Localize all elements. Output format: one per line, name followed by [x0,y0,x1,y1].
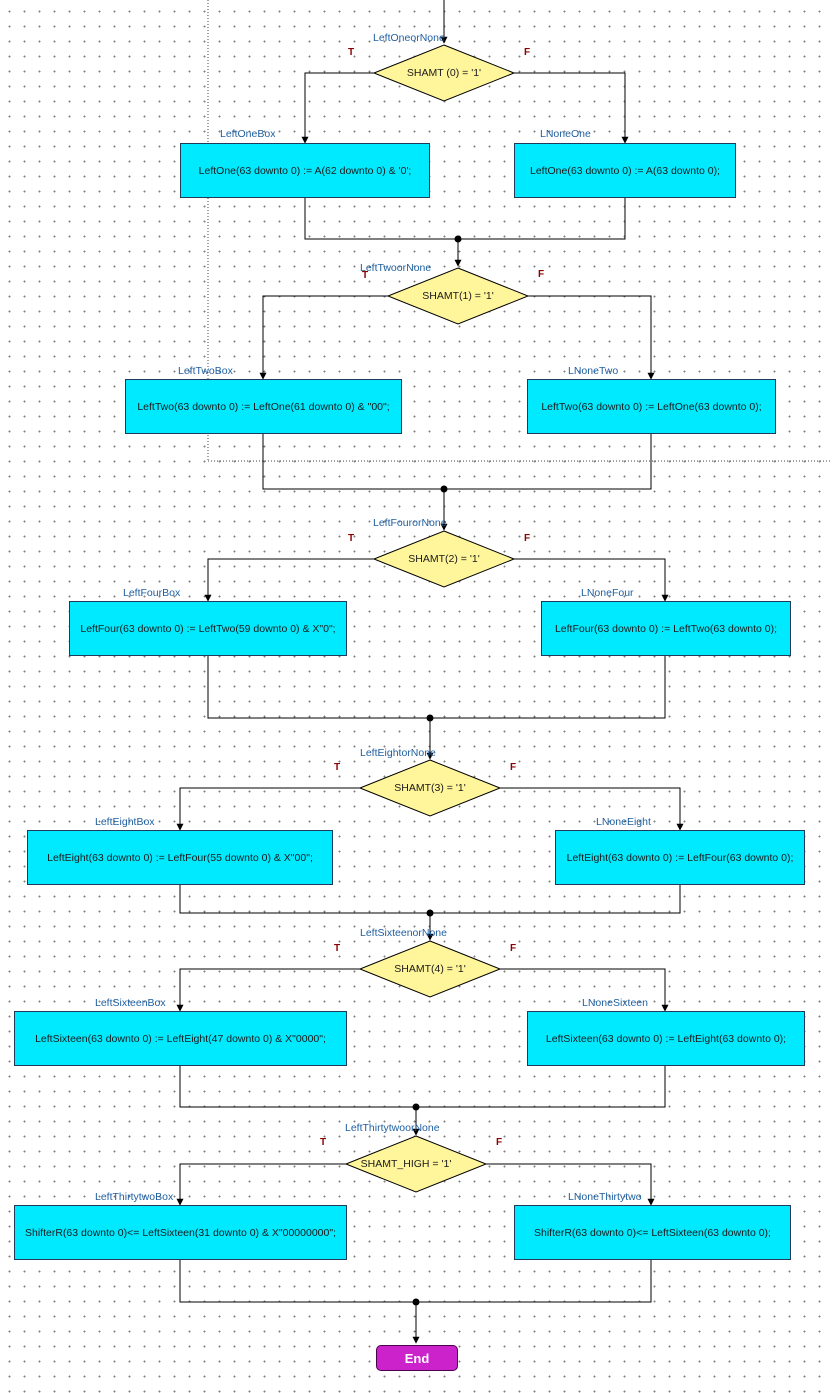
action-box[interactable]: LeftTwo(63 downto 0) := LeftOne(63 downt… [527,379,776,434]
decision-diamond[interactable] [358,759,502,817]
decision-label: LeftTwoorNone [360,262,432,274]
false-branch-label: F [538,269,545,280]
action-label: LNoneTwo [568,365,619,377]
decision-label: LeftSixteenorNone [360,927,447,939]
junction-dot [426,909,434,917]
action-label: LNoneThirtytwo [568,1191,642,1203]
true-branch-connector [176,1163,346,1206]
merge-connector [179,1260,652,1303]
decision-diamond[interactable] [372,44,516,102]
merge-connector [262,434,652,490]
action-box[interactable]: LeftEight(63 downto 0) := LeftFour(55 do… [27,830,333,885]
merge-connector [304,198,626,240]
action-label: LeftOneBox [220,128,276,140]
decision-diamond[interactable] [344,1135,488,1193]
junction-dot [426,714,434,722]
false-branch-label: F [510,943,517,954]
false-branch-connector [486,1163,655,1206]
false-branch-connector [514,558,669,602]
merge-connector [207,656,666,719]
action-label: LNoneSixteen [582,997,648,1009]
decision-diamond[interactable] [358,940,502,998]
decision-diamond[interactable] [386,267,530,325]
merge-connector [179,885,681,914]
decision-condition[interactable]: SHAMT(1) = '1' [422,290,494,302]
false-branch-label: F [524,533,531,544]
false-branch-label: F [524,47,531,58]
action-label: LeftSixteenBox [95,997,166,1009]
action-box[interactable]: LeftFour(63 downto 0) := LeftTwo(59 down… [69,601,347,656]
action-label: LeftEightBox [95,816,155,828]
true-branch-label: T [334,762,341,773]
false-branch-connector [500,968,669,1012]
true-branch-connector [259,295,388,380]
action-label: LNoneFour [581,587,634,599]
false-branch-connector [500,787,684,831]
action-box[interactable]: LeftOne(63 downto 0) := A(63 downto 0); [514,143,736,198]
action-label: LNoneEight [596,816,651,828]
action-label: LeftTwoBox [178,365,233,377]
junction-dot [454,235,462,243]
true-branch-connector [176,787,360,831]
merge-connector [179,1066,666,1108]
action-label: LeftFourBox [123,587,181,599]
action-label: LeftThirtytwoBox [95,1191,174,1203]
false-branch-connector [514,72,629,144]
end-terminator[interactable]: End [376,1345,458,1371]
action-label: LNoneOne [540,128,591,140]
true-branch-label: T [348,47,355,58]
decision-label: LeftOneorNone [373,32,445,44]
true-branch-connector [301,72,374,144]
true-branch-label: T [334,943,341,954]
false-branch-label: F [510,762,517,773]
true-branch-connector [176,968,360,1012]
junction-dot [440,485,448,493]
decision-label: LeftFourorNone [373,517,447,529]
false-branch-label: F [496,1137,503,1148]
decision-condition[interactable]: SHAMT(4) = '1' [394,963,466,975]
true-branch-label: T [348,533,355,544]
true-branch-connector [204,558,374,602]
action-box[interactable]: LeftFour(63 downto 0) := LeftTwo(63 down… [541,601,791,656]
action-box[interactable]: ShifterR(63 downto 0)<= LeftSixteen(31 d… [14,1205,347,1260]
decision-condition[interactable]: SHAMT (0) = '1' [406,67,482,79]
action-box[interactable]: LeftSixteen(63 downto 0) := LeftEight(47… [14,1011,347,1066]
action-box[interactable]: ShifterR(63 downto 0)<= LeftSixteen(63 d… [514,1205,791,1260]
decision-label: LeftThirtytwoorNone [345,1122,440,1134]
false-branch-connector [528,295,655,380]
decision-condition[interactable]: SHAMT(2) = '1' [408,553,480,565]
action-box[interactable]: LeftTwo(63 downto 0) := LeftOne(61 downt… [125,379,402,434]
action-box[interactable]: LeftSixteen(63 downto 0) := LeftEight(63… [527,1011,805,1066]
true-branch-label: T [362,270,369,281]
action-box[interactable]: LeftOne(63 downto 0) := A(62 downto 0) &… [180,143,430,198]
decision-condition[interactable]: SHAMT(3) = '1' [394,782,466,794]
decision-condition[interactable]: SHAMT_HIGH = '1' [360,1158,452,1170]
decision-diamond[interactable] [372,530,516,588]
decision-label: LeftEightorNone [360,747,436,759]
junction-dot [412,1298,420,1306]
true-branch-label: T [320,1137,327,1148]
junction-dot [412,1103,420,1111]
action-box[interactable]: LeftEight(63 downto 0) := LeftFour(63 do… [555,830,805,885]
